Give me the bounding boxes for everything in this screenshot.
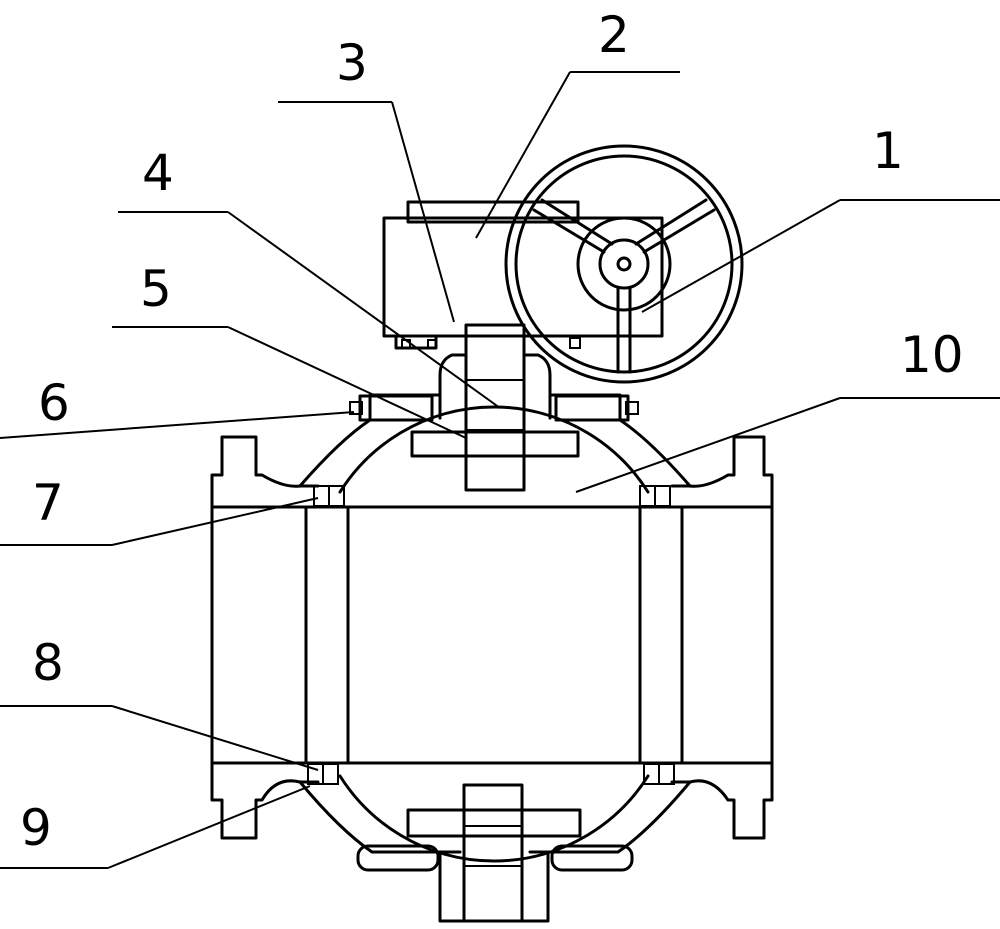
leader-7: [111, 497, 319, 546]
flow-passage: [210, 505, 774, 765]
right-flange-top: [670, 435, 774, 509]
stem-pad: [410, 430, 580, 458]
left-flange-top: [210, 435, 320, 509]
bottom-trunnion: [356, 783, 634, 923]
trunnion-pad: [406, 808, 582, 838]
ball-top-arc: [338, 405, 650, 494]
bonnet-neck-left: [438, 353, 468, 420]
label-1: 1: [872, 122, 904, 180]
bottom-cover: [438, 850, 550, 923]
leader-4: [227, 211, 501, 409]
upper-body-left: [298, 393, 442, 488]
spoke-right: [634, 198, 716, 254]
leader-8: [111, 705, 319, 771]
bonnet-bolt-left: [358, 394, 434, 422]
leader-1: [641, 199, 841, 313]
leader-5: [227, 326, 467, 439]
leader-10: [575, 397, 841, 493]
stem-assembly: [349, 323, 639, 492]
leader-2: [475, 71, 571, 239]
handwheel-hub-ring: [576, 216, 672, 312]
label-4: 4: [142, 144, 174, 202]
leader-6: [0, 411, 355, 439]
mount-bolt-left-2: [427, 339, 437, 349]
bottom-bolt-right: [550, 844, 634, 872]
handwheel-hub: [598, 238, 650, 290]
bolt-head-left: [349, 401, 363, 415]
left-flange-bottom: [210, 761, 320, 840]
ball-bottom-arc: [338, 774, 650, 863]
left-seat: [304, 505, 350, 765]
stem: [464, 323, 526, 492]
spoke-bottom: [616, 286, 632, 374]
leader-lines: [0, 71, 1000, 869]
part-labels: 1 2 3 4 5 6 7 8 9 10: [20, 6, 964, 857]
spoke-left: [532, 198, 614, 254]
handwheel: [504, 144, 744, 384]
upper-body-right: [548, 393, 692, 488]
leader-3: [391, 101, 455, 323]
lower-body-left: [298, 780, 462, 854]
label-3: 3: [336, 34, 368, 92]
leader-9: [107, 785, 311, 869]
label-8: 8: [32, 634, 64, 692]
bonnet-neck-right: [522, 353, 552, 420]
bonnet-bolt-right: [554, 394, 630, 422]
label-6: 6: [38, 374, 70, 432]
gearbox-top-plate: [406, 200, 580, 224]
ball: [338, 405, 650, 863]
bolt-head-right: [625, 401, 639, 415]
valve-body: [210, 393, 774, 854]
right-seat: [638, 505, 684, 765]
right-flange-bottom: [670, 761, 774, 840]
label-2: 2: [598, 6, 630, 64]
mount-bolt-right: [569, 337, 581, 349]
bottom-bolt-left: [356, 844, 440, 872]
lower-body-right: [528, 780, 692, 854]
valve-seats: [304, 485, 684, 785]
handwheel-center: [616, 256, 632, 272]
label-7: 7: [32, 474, 64, 532]
handwheel-outer-rim: [504, 144, 744, 384]
trunnion-shaft: [462, 783, 524, 923]
label-10: 10: [900, 326, 964, 384]
handwheel-inner-rim: [514, 154, 734, 374]
label-5: 5: [140, 260, 172, 318]
gearbox-housing: [382, 216, 664, 338]
label-9: 9: [20, 799, 52, 857]
